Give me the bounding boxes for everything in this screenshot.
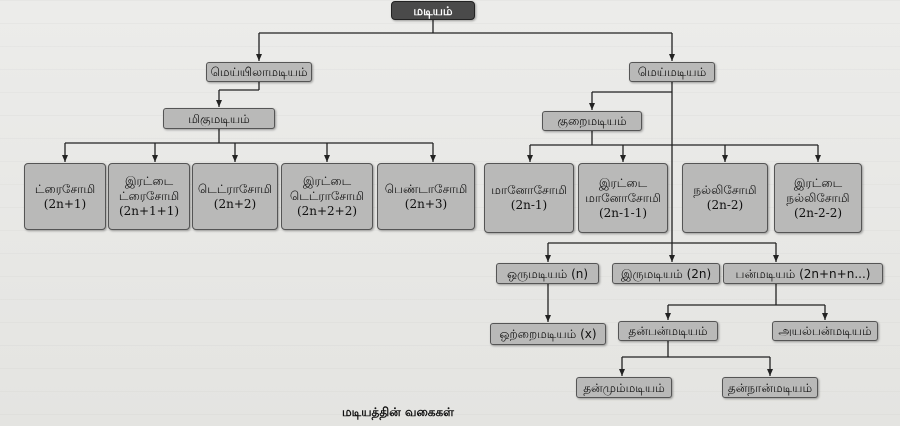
trisomy-label: ட்ரைசோமி <box>34 181 96 196</box>
trisomy-formula: (2n+1) <box>43 196 87 211</box>
double-monosomy-label-1: இரட்டை <box>598 175 648 190</box>
autotetraploid-label: தன்நான்மடியம் <box>727 380 813 395</box>
autotetraploid-node: தன்நான்மடியம் <box>722 377 818 398</box>
nullisomy-label: நல்லிசோமி <box>693 183 757 197</box>
autopolyploid-label: தன்பன்மடியம் <box>628 324 708 338</box>
aneuploidy-node: மெய்யிலாமடியம் <box>206 62 312 82</box>
double-monosomy-formula: (2n-1-1) <box>598 205 648 220</box>
pentasomy-node: பெண்டாசோமி (2n+3) <box>377 163 475 230</box>
pentasomy-formula: (2n+3) <box>404 196 448 211</box>
double-trisomy-label-1: இரட்டை <box>124 174 174 188</box>
double-tetrasomy-formula: (2n+2+2) <box>296 204 358 218</box>
euploidy-label: மெய்மடியம் <box>637 65 707 79</box>
hyperploidy-label: மிகுமடியம் <box>188 111 250 126</box>
double-nullisomy-formula: (2n-2-2) <box>793 205 843 220</box>
figure-caption: மடியத்தின் வகைகள் <box>342 405 454 419</box>
trisomy-node: ட்ரைசோமி (2n+1) <box>24 163 106 230</box>
double-nullisomy-label-1: இரட்டை <box>793 175 843 190</box>
monosomy-label: மானோசோமி <box>491 183 567 197</box>
nullisomy-node: நல்லிசோமி (2n-2) <box>682 163 768 233</box>
monoploid-node: ஒருமடியம் (n) <box>496 263 599 284</box>
autotriploid-node: தன்மும்மடியம் <box>576 377 672 398</box>
monosomy-formula: (2n-1) <box>510 198 548 212</box>
monoploid-label: ஒருமடியம் (n) <box>506 266 589 281</box>
haploid-node: ஒற்றைமடியம் (x) <box>490 323 606 345</box>
double-tetrasomy-node: இரட்டை டெட்ராசோமி (2n+2+2) <box>281 163 373 230</box>
monosomy-node: மானோசோமி (2n-1) <box>484 163 574 233</box>
euploidy-node: மெய்மடியம் <box>629 62 715 82</box>
polyploid-label: பன்மடியம் (2n+n+n...) <box>735 266 871 281</box>
double-trisomy-node: இரட்டை ட்ரைசோமி (2n+1+1) <box>108 163 190 230</box>
tetrasomy-label: டெட்ராசோமி <box>197 181 273 196</box>
allopolyploid-node: அயல்பன்மடியம் <box>772 321 878 341</box>
pentasomy-label: பெண்டாசோமி <box>384 181 468 196</box>
root-node: மடியம் <box>391 1 475 20</box>
hypoploidy-node: குறைமடியம் <box>542 111 642 131</box>
nullisomy-formula: (2n-2) <box>706 198 744 212</box>
diploid-label: இருமடியம் (2n) <box>620 266 712 281</box>
double-trisomy-label-2: ட்ரைசோமி <box>118 189 180 203</box>
autopolyploid-node: தன்பன்மடியம் <box>618 321 718 341</box>
double-nullisomy-node: இரட்டை நல்லிசோமி (2n-2-2) <box>774 163 862 233</box>
diploid-node: இருமடியம் (2n) <box>612 263 720 284</box>
tetrasomy-node: டெட்ராசோமி (2n+2) <box>192 163 278 230</box>
double-monosomy-label-2: மானோசோமி <box>585 190 661 205</box>
double-nullisomy-label-2: நல்லிசோமி <box>786 190 850 205</box>
double-tetrasomy-label-2: டெட்ராசோமி <box>289 189 365 203</box>
haploid-label: ஒற்றைமடியம் (x) <box>499 327 597 341</box>
tetrasomy-formula: (2n+2) <box>213 196 257 211</box>
hyperploidy-node: மிகுமடியம் <box>163 108 275 129</box>
polyploid-node: பன்மடியம் (2n+n+n...) <box>723 263 883 284</box>
allopolyploid-label: அயல்பன்மடியம் <box>778 324 872 338</box>
root-label: மடியம் <box>413 3 453 18</box>
double-tetrasomy-label-1: இரட்டை <box>302 174 352 188</box>
aneuploidy-label: மெய்யிலாமடியம் <box>210 65 308 79</box>
autotriploid-label: தன்மும்மடியம் <box>583 380 665 395</box>
hypoploidy-label: குறைமடியம் <box>557 114 627 128</box>
double-trisomy-formula: (2n+1+1) <box>118 204 180 218</box>
double-monosomy-node: இரட்டை மானோசோமி (2n-1-1) <box>578 163 668 233</box>
